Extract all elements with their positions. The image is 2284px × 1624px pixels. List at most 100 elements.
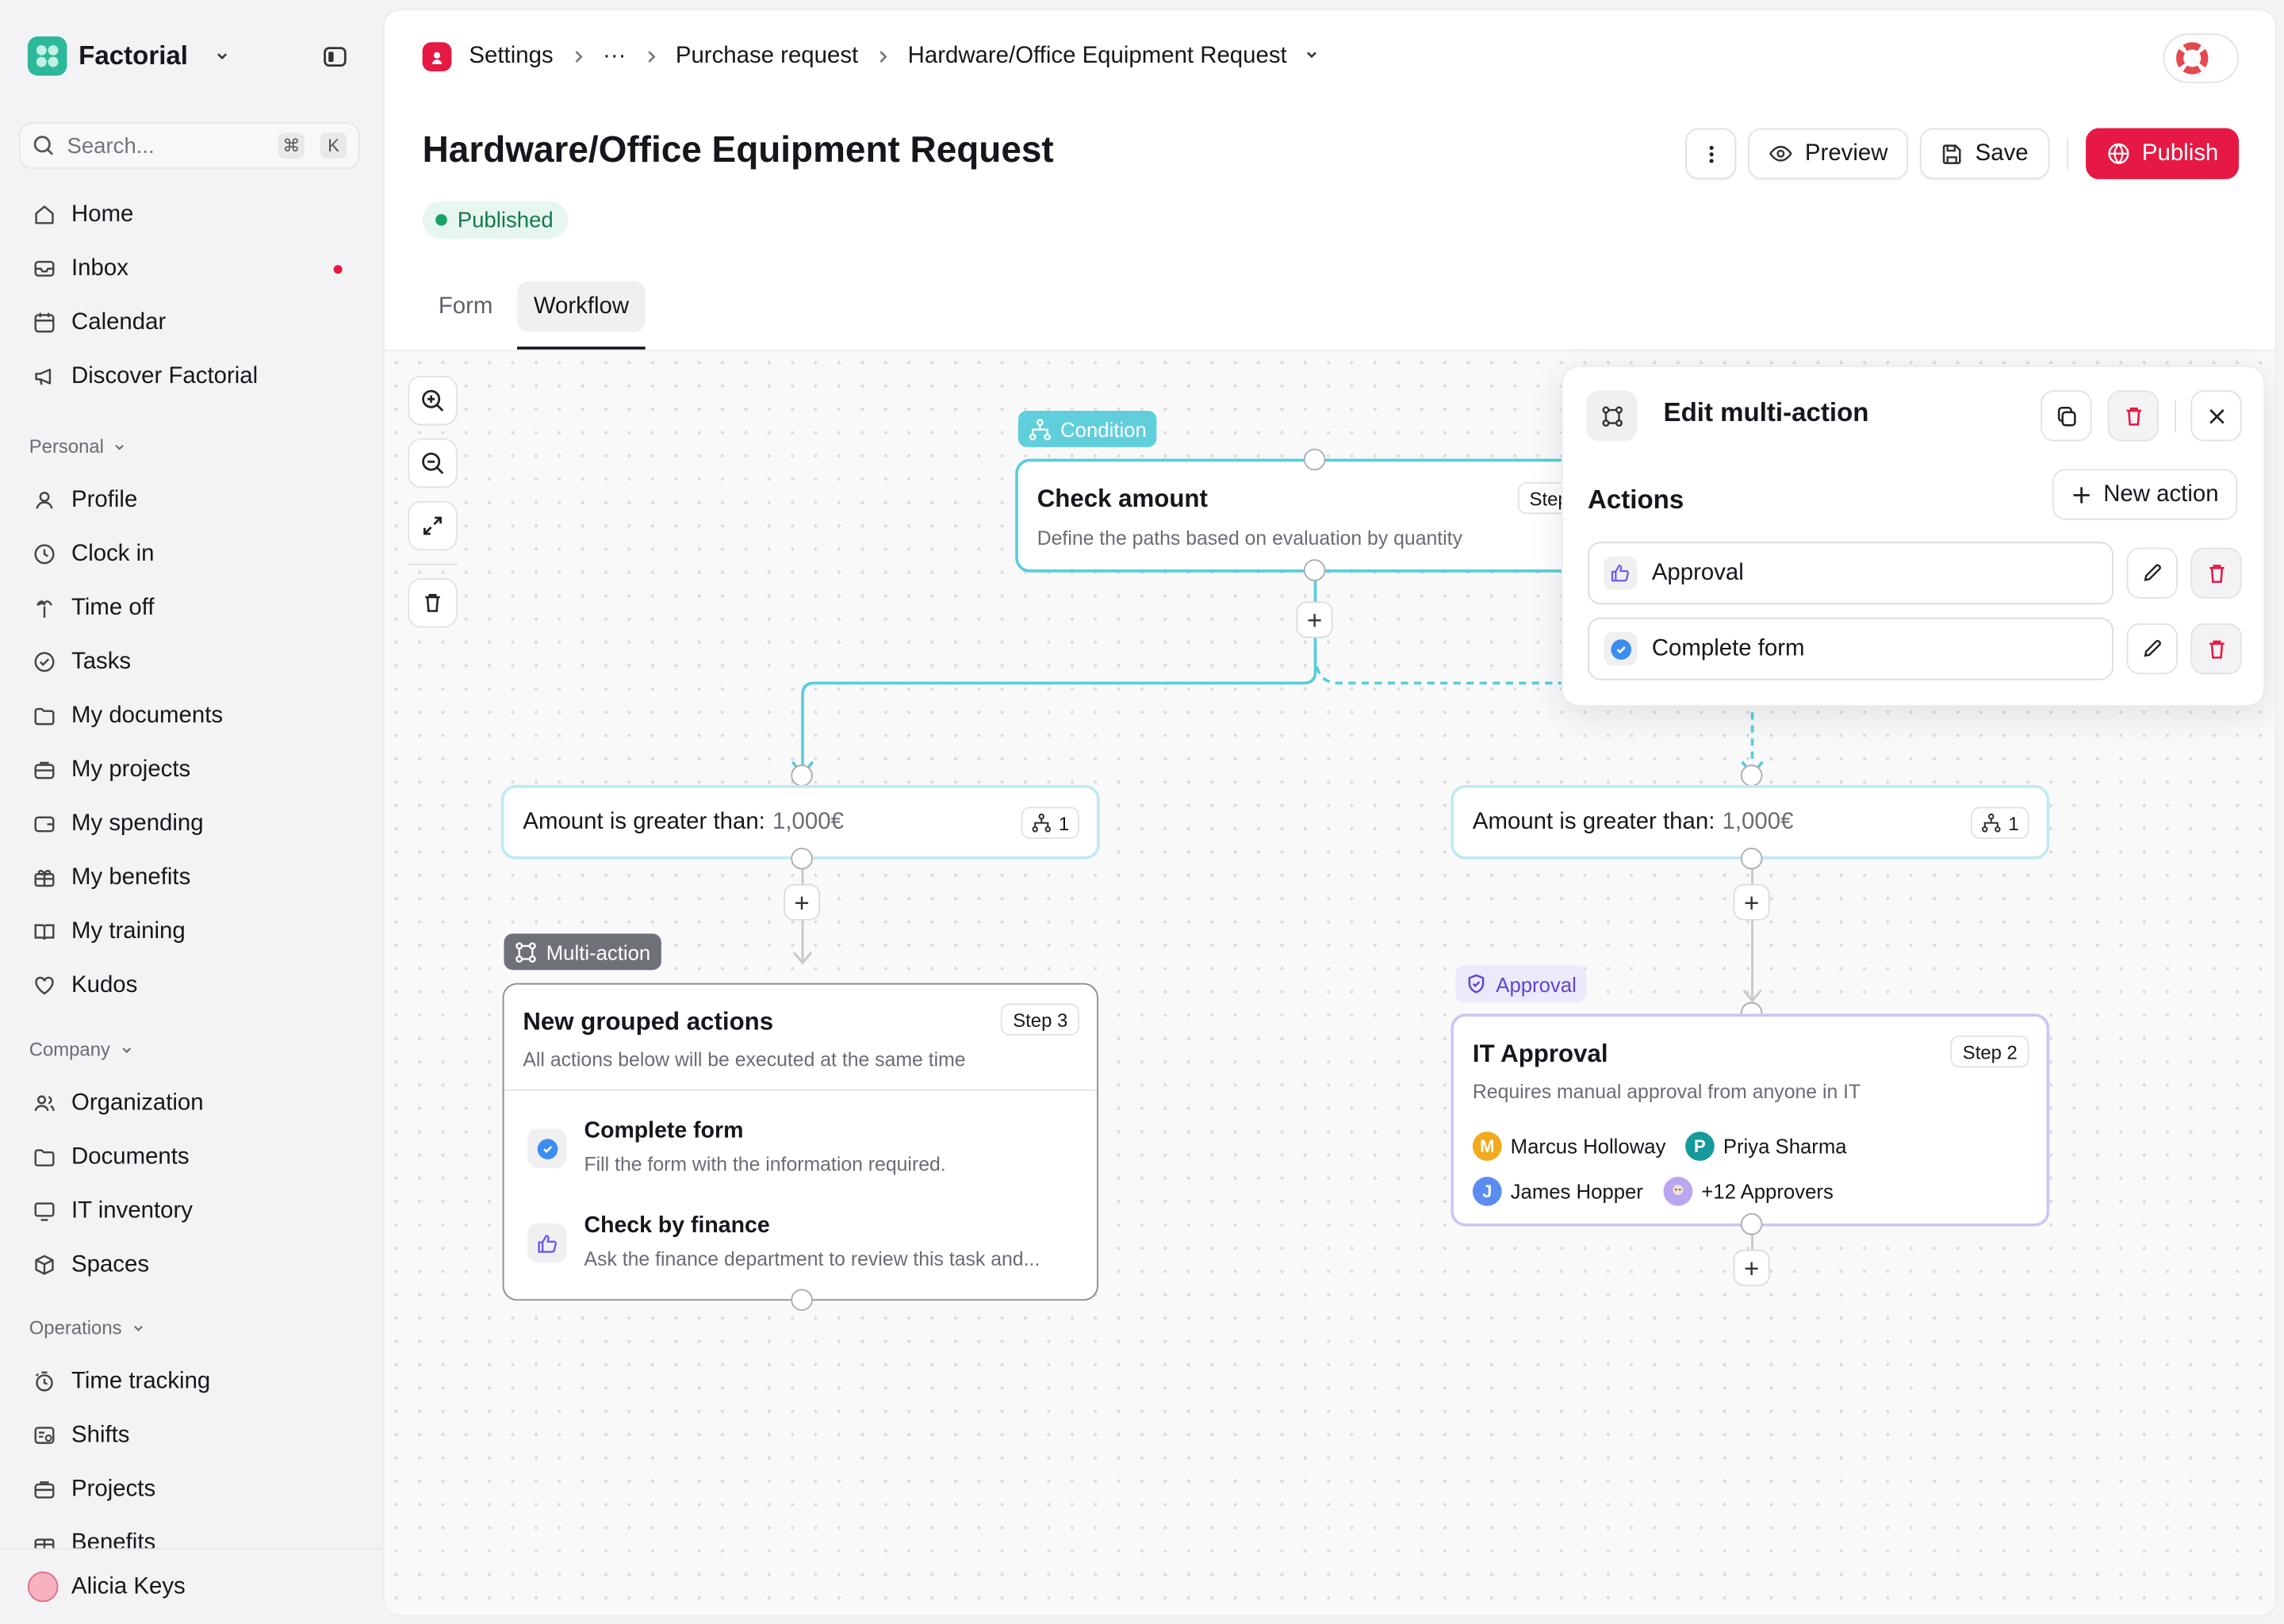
branch-input-port[interactable] (791, 764, 813, 787)
fit-view-button[interactable] (408, 500, 458, 551)
edit-action-button[interactable] (2126, 547, 2178, 599)
node-output-port[interactable] (1303, 559, 1326, 581)
duplicate-button[interactable] (2041, 390, 2092, 442)
add-step-button[interactable]: + (784, 883, 821, 921)
sidebar-item-discover[interactable]: Discover Factorial (19, 350, 362, 404)
section-company[interactable]: Company (19, 1022, 362, 1076)
page-actions: Preview Save Publish (1685, 128, 2240, 179)
sidebar-toggle-icon[interactable] (322, 44, 348, 70)
section-personal[interactable]: Personal (19, 419, 362, 473)
sidebar-item-calendar[interactable]: Calendar (19, 296, 362, 350)
sidebar-item-my-spending[interactable]: My spending (19, 797, 362, 851)
breadcrumb-more[interactable]: ··· (603, 44, 627, 69)
folder-icon (34, 1149, 55, 1166)
sidebar-item-my-training[interactable]: My training (19, 905, 362, 959)
sidebar-item-clock-in[interactable]: Clock in (19, 527, 362, 581)
zoom-in-button[interactable] (408, 375, 458, 426)
new-action-button[interactable]: New action (2052, 469, 2238, 520)
multi-action-item[interactable]: Complete form Fill the form with the inf… (527, 1119, 946, 1175)
action-row-complete-form[interactable]: Complete form (1588, 617, 2114, 680)
breadcrumb-purchase-request[interactable]: Purchase request (675, 44, 859, 69)
sidebar-item-my-documents[interactable]: My documents (19, 689, 362, 743)
sidebar-item-kudos[interactable]: Kudos (19, 959, 362, 1013)
add-step-button[interactable]: + (1296, 601, 1333, 638)
branch-input-port[interactable] (1740, 764, 1763, 787)
edit-action-button[interactable] (2126, 623, 2178, 675)
close-button[interactable] (2190, 390, 2242, 442)
preview-button[interactable]: Preview (1748, 128, 1909, 179)
sidebar-item-my-benefits[interactable]: My benefits (19, 851, 362, 905)
sidebar-item-label: Organization (71, 1090, 204, 1115)
node-title: Check amount (1037, 485, 1208, 513)
tab-form[interactable]: Form (423, 281, 509, 331)
tab-workflow[interactable]: Workflow (517, 281, 646, 350)
delete-button[interactable] (2107, 390, 2159, 442)
add-step-button[interactable]: + (1733, 883, 1770, 921)
approver-group[interactable]: +12 Approvers (1663, 1177, 1834, 1206)
condition-node[interactable]: Check amount Define the paths based on e… (1015, 458, 1627, 573)
sidebar-item-it-inventory[interactable]: IT inventory (19, 1184, 362, 1238)
help-button[interactable] (2163, 33, 2240, 83)
branch-output-port[interactable] (791, 847, 813, 870)
megaphone-icon (35, 368, 52, 385)
trash-icon (2209, 564, 2224, 583)
divider (408, 563, 458, 565)
delete-node-button[interactable] (408, 578, 458, 628)
node-title: New grouped actions (523, 1007, 774, 1036)
sidebar-item-organization[interactable]: Organization (19, 1076, 362, 1130)
sidebar-item-label: My spending (71, 810, 204, 836)
avatar (27, 1571, 59, 1603)
multi-action-icon (1586, 390, 1638, 442)
tabs-divider (384, 349, 2275, 351)
delete-action-button[interactable] (2190, 547, 2242, 599)
save-button[interactable]: Save (1919, 128, 2049, 179)
sidebar-item-profile[interactable]: Profile (19, 473, 362, 527)
sidebar-item-projects[interactable]: Projects (19, 1462, 362, 1516)
node-output-port[interactable] (1740, 1212, 1763, 1235)
branch-condition-right[interactable]: Amount is greater than: 1,000€ 1 (1450, 784, 2050, 860)
sidebar-item-documents[interactable]: Documents (19, 1130, 362, 1184)
divider (2066, 137, 2068, 170)
action-row-approval[interactable]: Approval (1588, 542, 2114, 605)
chevron-down-icon (209, 43, 235, 69)
section-operations[interactable]: Operations (19, 1300, 362, 1354)
sidebar-item-spaces[interactable]: Spaces (19, 1238, 362, 1292)
breadcrumb-settings[interactable]: Settings (469, 44, 554, 69)
breadcrumb-current[interactable]: Hardware/Office Equipment Request (907, 44, 1287, 69)
publish-button[interactable]: Publish (2085, 128, 2240, 179)
sidebar-item-my-projects[interactable]: My projects (19, 743, 362, 797)
search-input[interactable]: Search... ⌘ K (18, 122, 360, 170)
branch-output-port[interactable] (1740, 847, 1763, 870)
user-menu[interactable]: Alicia Keys (0, 1548, 382, 1624)
sidebar-item-label: Spaces (71, 1251, 150, 1277)
chevron-right-icon (876, 46, 890, 68)
inbox-icon (34, 260, 55, 277)
avatar: J (1472, 1177, 1502, 1206)
zoom-out-button[interactable] (408, 438, 458, 488)
status-badge: Published (422, 201, 569, 239)
workflow-canvas[interactable]: Condition Check amount Define the paths … (384, 350, 2275, 1615)
add-step-button[interactable]: + (1733, 1249, 1770, 1286)
node-subtitle: All actions below will be executed at th… (523, 1048, 966, 1071)
chevron-down-icon[interactable] (1305, 44, 1320, 70)
sidebar-item-home[interactable]: Home (19, 188, 362, 242)
sidebar-item-tasks[interactable]: Tasks (19, 635, 362, 689)
sidebar-item-label: Clock in (71, 541, 155, 566)
workspace-switcher[interactable]: Factorial (27, 36, 235, 76)
action-label: Approval (1651, 560, 1744, 585)
delete-action-button[interactable] (2190, 623, 2242, 675)
node-input-port[interactable] (1303, 448, 1326, 471)
sidebar-item-label: Profile (71, 487, 138, 512)
node-output-port[interactable] (791, 1289, 813, 1312)
sidebar-item-inbox[interactable]: Inbox (19, 242, 362, 296)
multi-action-node[interactable]: New grouped actions Step 3 All actions b… (502, 982, 1098, 1301)
sidebar-item-time-tracking[interactable]: Time tracking (19, 1354, 362, 1408)
sidebar-item-shifts[interactable]: Shifts (19, 1408, 362, 1462)
shifts-icon (34, 1427, 55, 1444)
multi-action-item[interactable]: Check by finance Ask the finance departm… (527, 1213, 1040, 1270)
branch-value: 1,000€ (772, 809, 844, 834)
approval-node[interactable]: IT Approval Step 2 Requires manual appro… (1450, 1013, 2050, 1227)
chevron-right-icon (643, 46, 657, 68)
more-options-button[interactable] (1685, 128, 1737, 179)
sidebar-item-time-off[interactable]: Time off (19, 581, 362, 635)
